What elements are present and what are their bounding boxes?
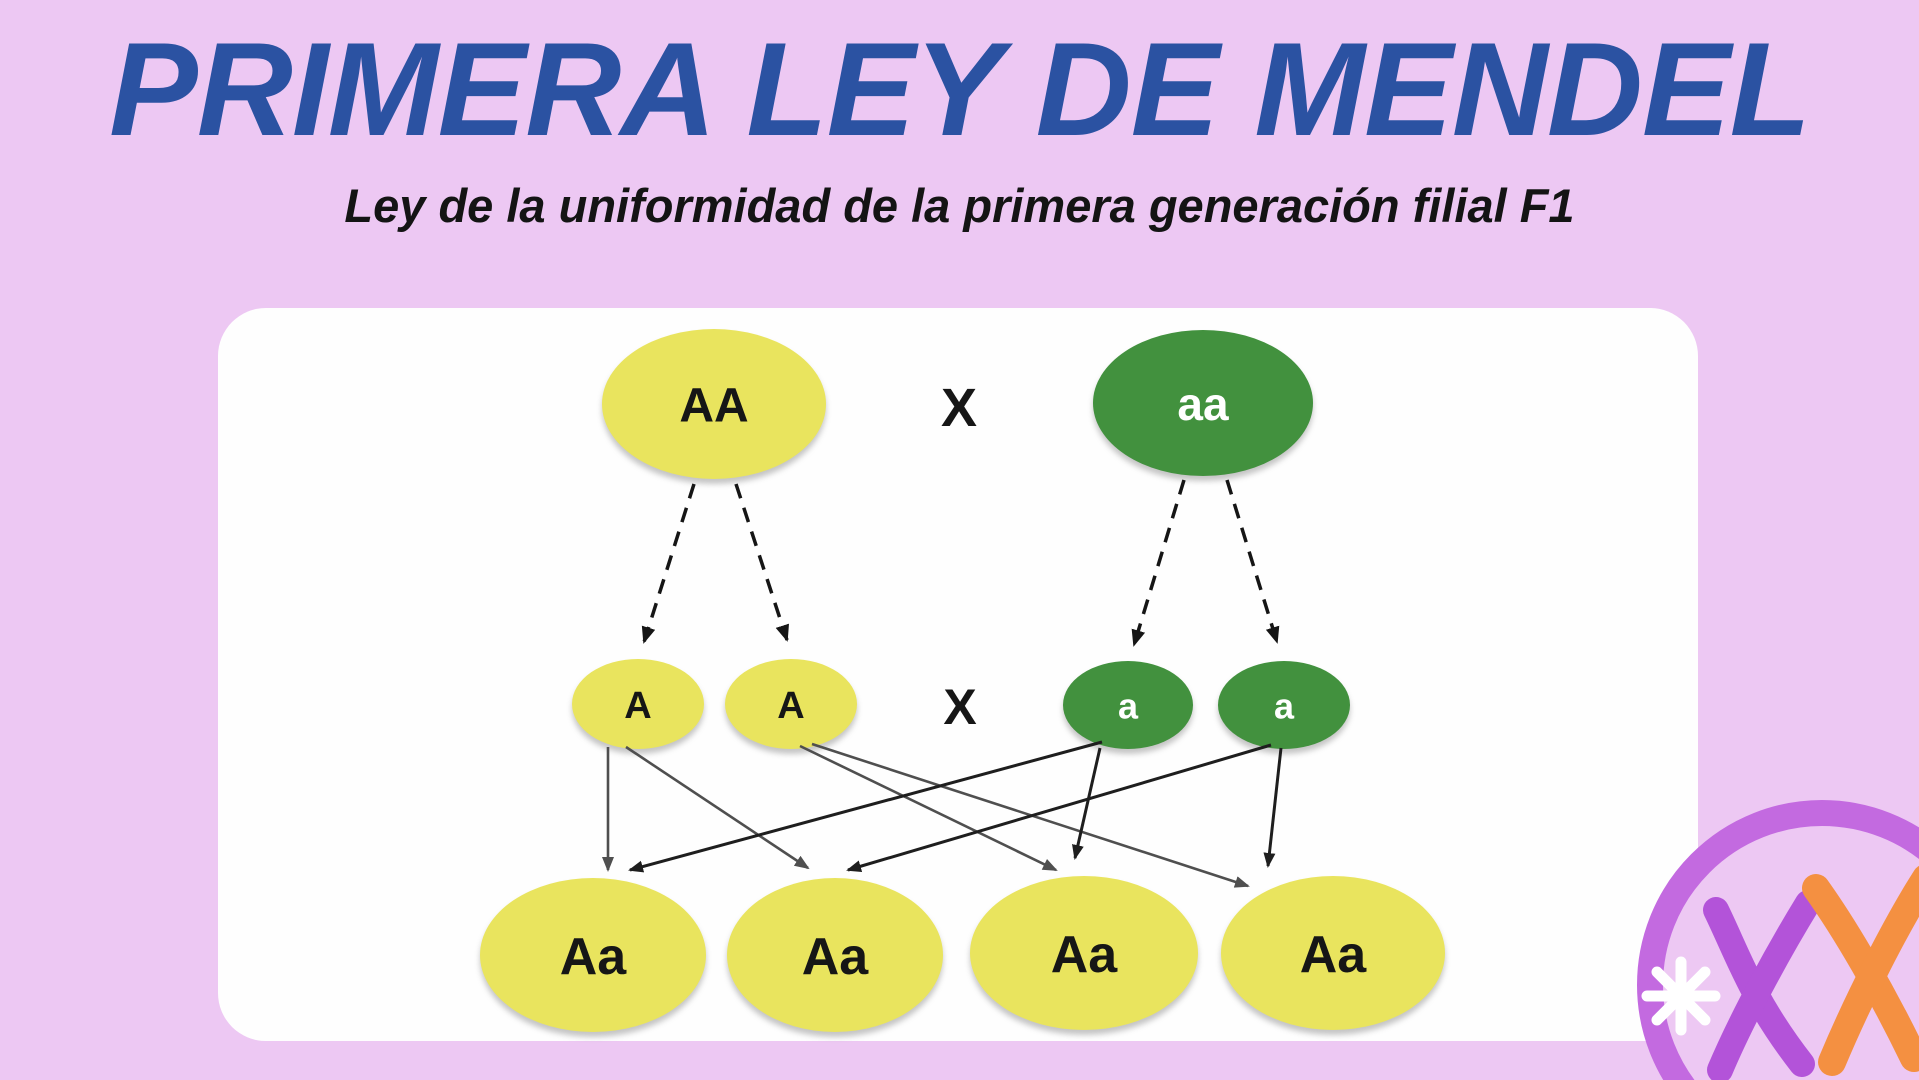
offspring-4-label: Aa (1300, 926, 1368, 984)
meiosis-arrows (641, 479, 1280, 647)
gamete-a1-ellipse (1063, 661, 1193, 749)
parent-aa-label: aa (1177, 378, 1229, 430)
offspring-2-ellipse (727, 878, 943, 1032)
page-subtitle: Ley de la uniformidad de la primera gene… (344, 179, 1575, 232)
cross-symbol-gametes: X (943, 679, 976, 735)
cell-decoration (1637, 800, 1919, 1080)
offspring-row: Aa Aa Aa Aa (480, 876, 1445, 1032)
gamete-a1-label: a (1118, 686, 1139, 727)
page-title: PRIMERA LEY DE MENDEL (109, 16, 1811, 164)
chromosome-purple-icon (1703, 890, 1821, 1080)
parent-row: AA X aa (602, 329, 1313, 479)
gamete-A1-label: A (624, 685, 651, 727)
gamete-a2-label: a (1274, 686, 1295, 727)
offspring-1-label: Aa (560, 928, 628, 986)
fertilization-arrows (602, 740, 1283, 888)
parent-AA-ellipse (602, 329, 826, 479)
parent-AA-label: AA (679, 380, 748, 433)
offspring-4-ellipse (1221, 876, 1445, 1030)
offspring-3-ellipse (970, 876, 1198, 1030)
gamete-A2-label: A (777, 685, 804, 727)
gamete-a2-ellipse (1218, 661, 1350, 749)
parent-aa-ellipse (1093, 330, 1313, 476)
gamete-row: A A X a a (572, 659, 1350, 749)
offspring-3-label: Aa (1051, 926, 1119, 984)
cross-symbol-parents: X (941, 378, 977, 438)
offspring-2-label: Aa (802, 928, 870, 986)
sparkle-icon (1641, 956, 1721, 1036)
gamete-A2-ellipse (725, 659, 857, 749)
diagram-card (218, 308, 1698, 1041)
gamete-A1-ellipse (572, 659, 704, 749)
chromosome-orange-icon (1802, 865, 1919, 1076)
offspring-1-ellipse (480, 878, 706, 1032)
